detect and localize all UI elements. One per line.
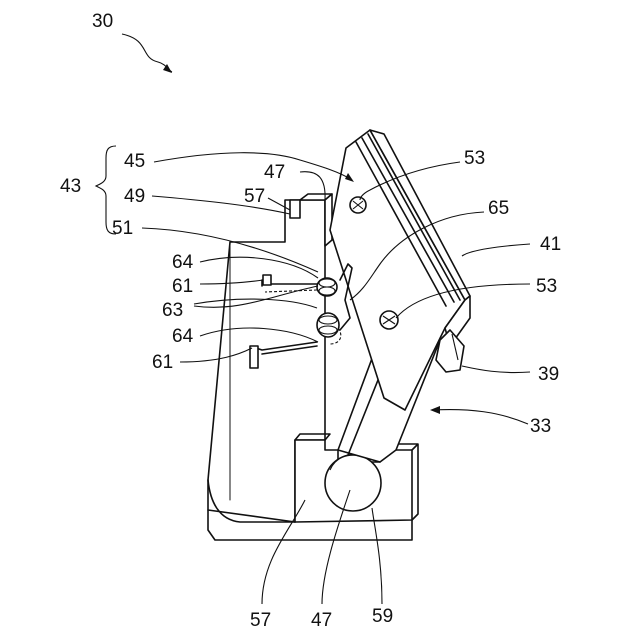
leader-45 — [154, 153, 352, 180]
arrowhead-33 — [430, 406, 440, 414]
label-45: 45 — [124, 151, 145, 172]
label-51: 51 — [112, 218, 133, 239]
top-block-57 — [290, 200, 300, 218]
label-53-top: 53 — [464, 148, 485, 169]
label-47-bot: 47 — [311, 610, 332, 631]
figure-number-arrow — [122, 34, 172, 72]
leader-41 — [462, 244, 530, 256]
label-64-a: 64 — [172, 252, 194, 273]
label-43: 43 — [60, 176, 81, 197]
label-39: 39 — [538, 364, 559, 385]
label-49: 49 — [124, 186, 145, 207]
label-53-mid: 53 — [536, 276, 557, 297]
figure-number-label: 30 — [92, 11, 113, 32]
leader-59 — [372, 508, 382, 604]
label-41: 41 — [540, 234, 561, 255]
leader-33 — [432, 410, 528, 424]
label-64-b: 64 — [172, 326, 194, 347]
pin-61-upper — [263, 275, 271, 285]
label-33: 33 — [530, 416, 551, 437]
pin-61-lower — [250, 346, 258, 368]
label-57-bot: 57 — [250, 610, 271, 631]
label-65: 65 — [488, 198, 509, 219]
label-47-top: 47 — [264, 162, 285, 183]
top-block-side — [325, 194, 332, 246]
label-61-b: 61 — [152, 352, 173, 373]
spring-lower-coil — [317, 313, 339, 337]
label-57-top: 57 — [244, 186, 265, 207]
leader-39 — [462, 366, 530, 373]
label-59: 59 — [372, 606, 393, 627]
label-63: 63 — [162, 300, 183, 321]
label-61-a: 61 — [172, 276, 193, 297]
